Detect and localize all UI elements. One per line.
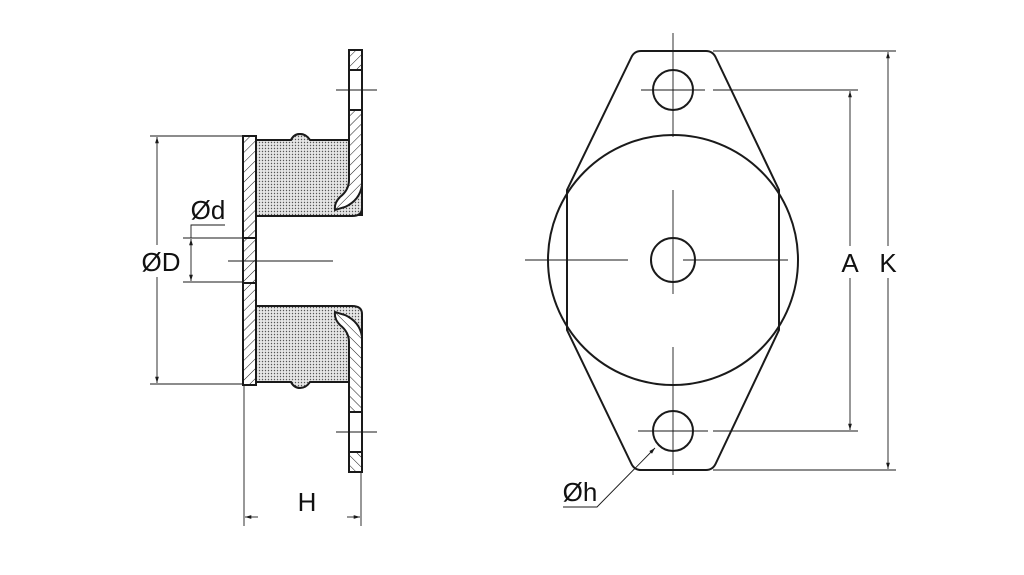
front-view: A K Øh <box>525 33 900 508</box>
upper-half <box>255 49 377 217</box>
base-plate-bore <box>242 237 257 284</box>
hole-diameter-label: Øh <box>563 477 598 507</box>
od-label: ØD <box>142 247 181 277</box>
mounting-flange <box>566 50 780 471</box>
bore-label: Ød <box>191 195 226 225</box>
rubber-element-top-fill <box>255 132 363 217</box>
height-label: H <box>298 487 317 517</box>
hole-diameter-leader <box>563 447 656 508</box>
overall-length-label: K <box>879 248 897 278</box>
bore-leader <box>190 224 225 238</box>
top-plate-hook <box>333 109 363 212</box>
top-plate-upper-tab <box>348 49 363 71</box>
centerlines <box>525 33 788 475</box>
lower-half <box>255 305 377 473</box>
side-section-view: ØD Ød H <box>135 49 377 526</box>
hole-spacing-label: A <box>841 248 859 278</box>
base-plate <box>242 135 257 386</box>
